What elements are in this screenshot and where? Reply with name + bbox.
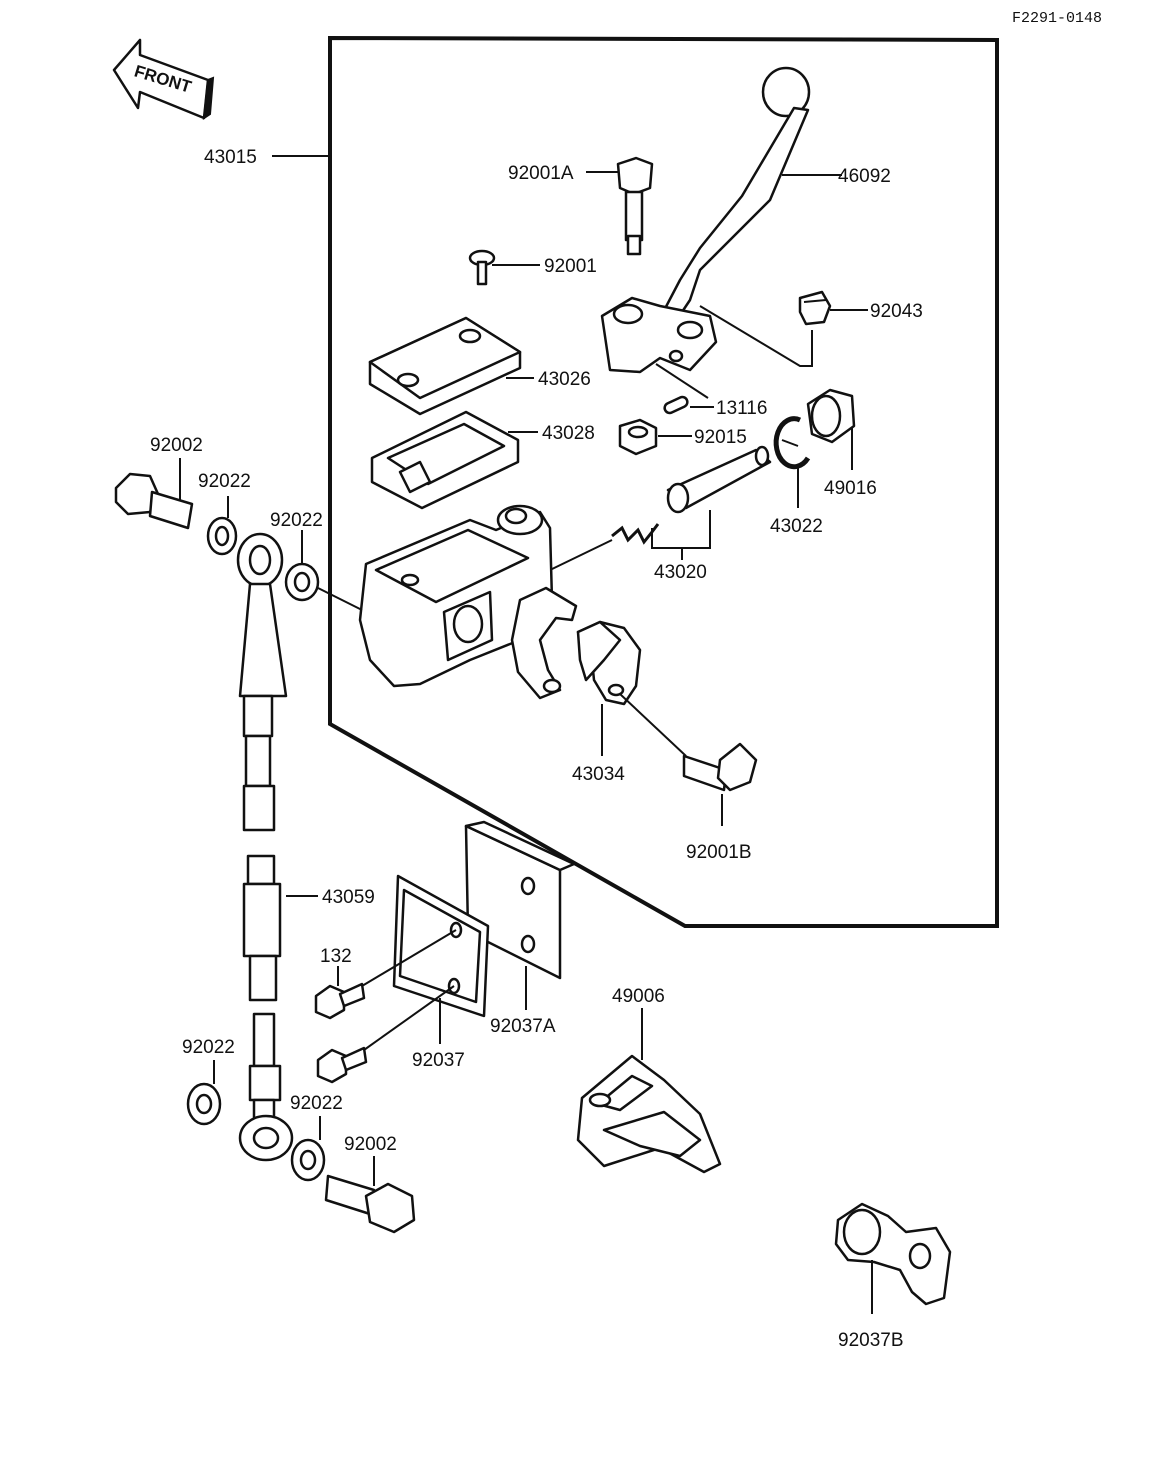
label-92037A: 92037A xyxy=(490,1016,556,1037)
label-92022-b: 92022 xyxy=(270,510,323,531)
diaphragm-43028 xyxy=(370,410,520,510)
label-43020: 43020 xyxy=(654,562,707,583)
brake-lever xyxy=(600,66,811,374)
washer-92022-b xyxy=(284,562,320,602)
label-46092: 46092 xyxy=(838,166,891,187)
front-arrow-icon: FRONT xyxy=(112,38,215,121)
label-92002-top: 92002 xyxy=(150,435,203,456)
label-92001A: 92001A xyxy=(508,163,574,184)
diagram-code: F2291-0148 xyxy=(1012,10,1102,27)
label-49006: 49006 xyxy=(612,986,665,1007)
label-92022-a: 92022 xyxy=(198,471,251,492)
washer-92022-d xyxy=(290,1138,326,1182)
plate-92037 xyxy=(392,874,490,1018)
banjo-bolt-92002-top xyxy=(114,472,194,530)
label-92037: 92037 xyxy=(412,1050,465,1071)
clamp-92037B xyxy=(834,1202,952,1306)
clamp-43034 xyxy=(576,620,642,706)
pointer-13116 xyxy=(655,363,709,399)
label-92002-bottom: 92002 xyxy=(344,1134,397,1155)
bolt-92001B xyxy=(682,742,758,792)
label-92001B: 92001B xyxy=(686,842,752,863)
label-43022: 43022 xyxy=(770,516,823,537)
label-92037B: 92037B xyxy=(838,1330,904,1351)
assembly-43015-frame xyxy=(328,35,999,928)
bracket-43020 xyxy=(651,510,711,549)
label-49016: 49016 xyxy=(824,478,877,499)
label-43028: 43028 xyxy=(542,423,595,444)
label-92022-d: 92022 xyxy=(290,1093,343,1114)
label-132: 132 xyxy=(320,946,352,967)
label-43015: 43015 xyxy=(204,147,257,168)
label-92001: 92001 xyxy=(544,256,597,277)
washer-92022-a xyxy=(206,516,238,556)
label-92015: 92015 xyxy=(694,427,747,448)
label-43034: 43034 xyxy=(572,764,625,785)
piston-kit-43020 xyxy=(611,445,772,545)
axis-line-132-b xyxy=(363,985,455,1051)
boot-49016 xyxy=(806,388,856,444)
label-43059: 43059 xyxy=(322,887,375,908)
label-13116: 13116 xyxy=(716,398,767,419)
label-92043: 92043 xyxy=(870,301,923,322)
screw-92001 xyxy=(468,249,496,286)
bolt-92001A xyxy=(616,156,654,256)
circlip-43022 xyxy=(773,416,811,470)
pin-13116 xyxy=(663,395,689,415)
adjuster-92043 xyxy=(798,290,832,326)
reservoir-cap-43026 xyxy=(368,316,522,416)
screw-132-a xyxy=(314,982,366,1020)
brake-hose-43059 xyxy=(236,532,294,1162)
nut-92015 xyxy=(618,418,658,456)
washer-92022-c xyxy=(186,1082,222,1126)
pointer-92043 xyxy=(699,305,813,367)
label-92022-c: 92022 xyxy=(182,1037,235,1058)
axis-line-132-a xyxy=(361,929,457,987)
axis-line-92001B xyxy=(619,693,687,757)
axis-line-piston xyxy=(549,539,613,571)
banjo-bolt-92002-bottom xyxy=(324,1174,416,1234)
axis-line-banjo xyxy=(317,587,363,611)
master-cylinder-body xyxy=(358,504,578,700)
bracket-92037A xyxy=(464,820,576,980)
screw-132-b xyxy=(316,1046,368,1084)
label-43026: 43026 xyxy=(538,369,591,390)
cover-49006 xyxy=(576,1054,722,1174)
